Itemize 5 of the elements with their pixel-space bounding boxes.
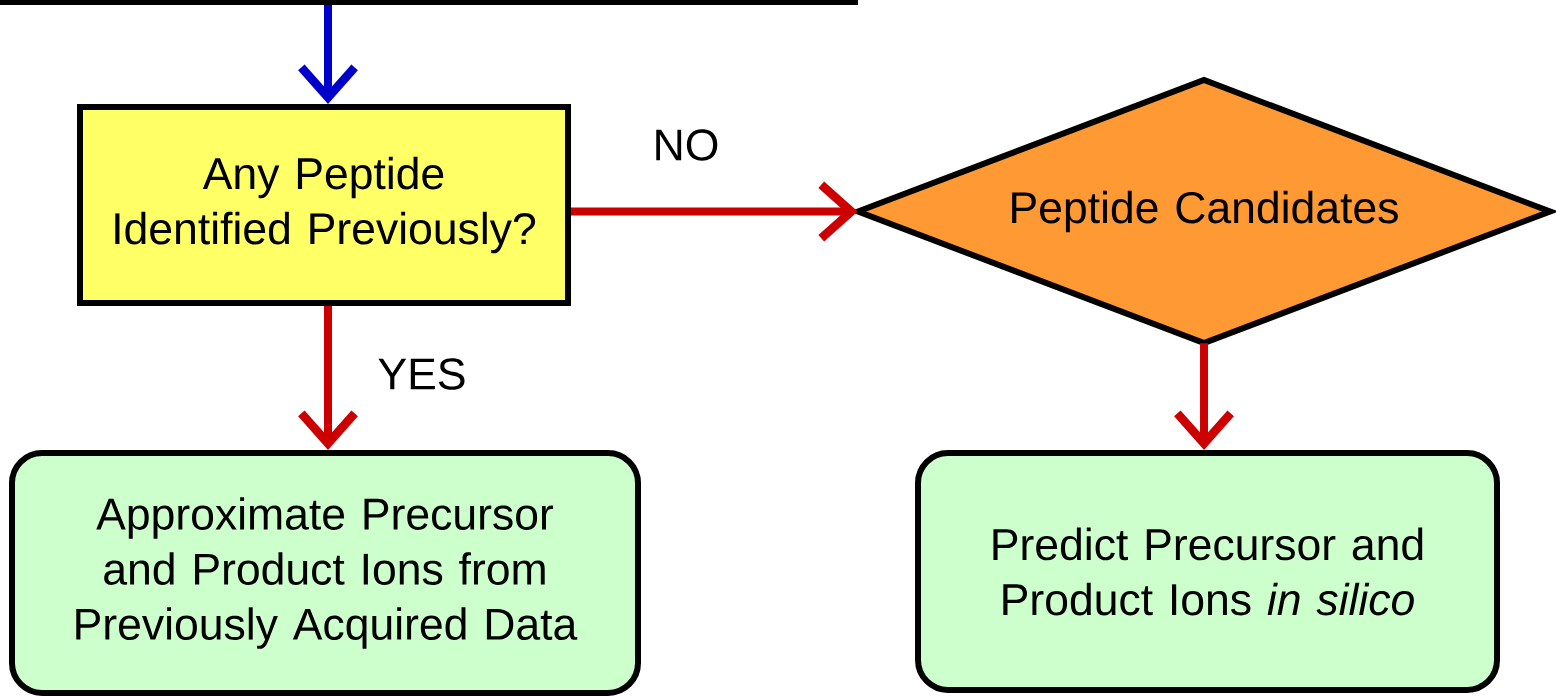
decision-box: Any Peptide Identified Previously? bbox=[77, 104, 571, 306]
edge-label: NO bbox=[649, 125, 723, 165]
edge-label: YES bbox=[374, 354, 470, 394]
process-box: Predict Precursor and Product Ions in silico bbox=[915, 450, 1500, 693]
process-box: Approximate Precursor and Product Ions from Previously Acquired Data bbox=[9, 450, 641, 696]
